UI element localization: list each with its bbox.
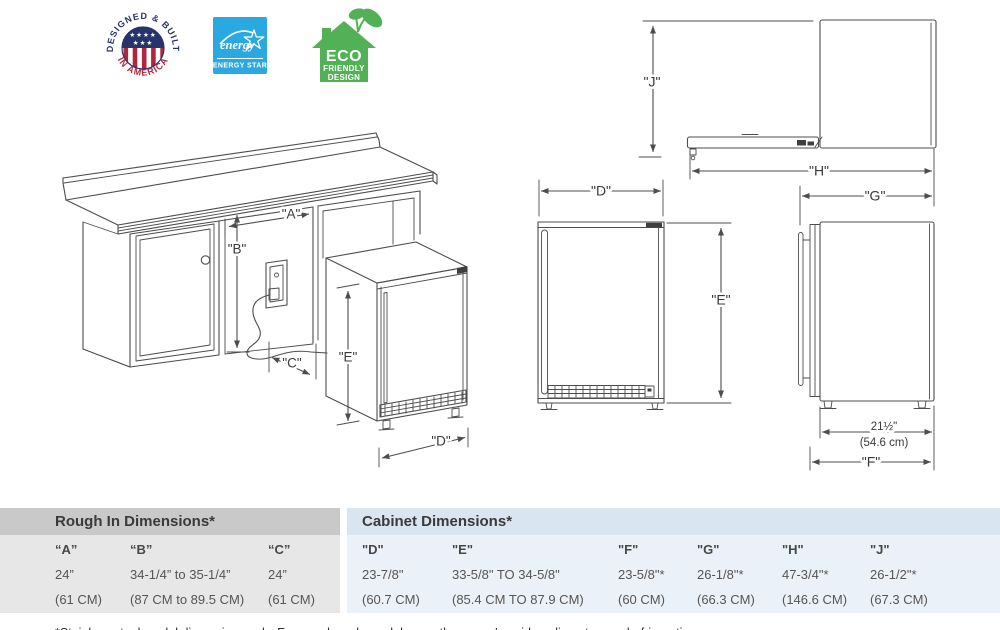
door-hinge [457, 266, 467, 274]
energy-script-text: energy [220, 38, 255, 52]
flag-shield: ★★★★ ★★★ [122, 27, 164, 69]
col-header-c: “C” [268, 542, 291, 557]
col-header-e: "E" [452, 542, 473, 557]
value-j-inches: 26-1/2"* [870, 567, 917, 582]
eco-house-icon [312, 21, 376, 82]
dimension-diagrams: "A" "B" "C" "E" "D" "J" "H" [62, 19, 937, 472]
fridge-side-body [819, 221, 935, 402]
value-h-inches: 47-3/4"* [782, 567, 829, 582]
fridge-feet [378, 407, 464, 431]
rough-in-dimensions-section: Rough In Dimensions* “A” “B” “C” 24” 34-… [0, 508, 340, 613]
value-d-cm: (60.7 CM) [362, 592, 420, 607]
made-in-america-badge: ★★★★ ★★★ DESIGNED & BUILT IN AMERICA [106, 11, 180, 78]
energy-star-logo: energy ENERGY STAR [213, 17, 267, 74]
dim-label-b: "B" [228, 242, 247, 257]
col-header-b: “B” [130, 542, 153, 557]
fridge-door-handle [383, 292, 388, 404]
dim-label-depth-in: 21½" [871, 421, 897, 433]
right-cabinet [317, 190, 421, 259]
dim-label-g: "G" [865, 188, 886, 204]
col-header-j: "J" [870, 542, 890, 557]
eco-friendly-badge: ECO FRIENDLY DESIGN [312, 8, 383, 82]
value-c-cm: (61 CM) [268, 592, 315, 607]
col-header-h: "H" [782, 542, 804, 557]
value-b-inches: 34-1/4” to 35-1/4” [130, 567, 231, 582]
col-header-g: "G" [697, 542, 720, 557]
electrical-outlet [265, 259, 288, 309]
installation-isometric-view: "A" "B" "C" "E" "D" [62, 132, 469, 468]
col-header-d: "D" [362, 542, 384, 557]
leaf-icon [348, 8, 366, 20]
dim-label-h: "H" [809, 163, 829, 179]
cabinet-grid: "D" "E" "F" "G" "H" "J" 23-7/8" 33-5/8" … [347, 535, 1000, 612]
col-header-f: "F" [618, 542, 639, 557]
side-feet [819, 400, 931, 409]
side-door-slab [809, 224, 821, 397]
vent-grille [379, 389, 467, 418]
leaf-stems [355, 14, 369, 33]
front-feet [540, 402, 664, 410]
cabinet-door-knob [200, 255, 211, 265]
footnote: *Stainless steel model dimensions only. … [55, 625, 727, 630]
left-cabinet [82, 220, 220, 368]
door-hinge [797, 140, 806, 146]
cabinet-title: Cabinet Dimensions* [347, 508, 1000, 535]
energy-star-swoosh [219, 30, 254, 45]
cabinet-dimensions-section: Cabinet Dimensions* "D" "E" "F" "G" "H" … [347, 508, 1000, 613]
dim-label-a: "A" [282, 207, 301, 222]
stars-row-1: ★★★★ [129, 31, 156, 39]
side-door-handle [798, 232, 804, 386]
front-door-handle [541, 229, 548, 395]
dim-label-f: "F" [862, 454, 881, 470]
cabinet-body [819, 19, 937, 149]
front-vent-grille [547, 385, 655, 399]
value-e-inches: 33-5/8" TO 34-5/8" [452, 567, 560, 582]
flag-ring [121, 26, 165, 70]
door-open-side-view: "J" "H" [638, 19, 937, 207]
value-g-cm: (66.3 CM) [697, 592, 755, 607]
value-f-inches: 23-5/8"* [618, 567, 665, 582]
value-a-cm: (61 CM) [55, 592, 102, 607]
power-cord [246, 294, 328, 360]
dim-label-d-iso: "D" [431, 434, 451, 449]
rough-in-title: Rough In Dimensions* [0, 508, 340, 535]
value-h-cm: (146.6 CM) [782, 592, 848, 607]
dim-label-j: "J" [644, 74, 661, 90]
col-header-a: “A” [55, 542, 78, 557]
eco-text-line1: ECO [326, 48, 362, 65]
dimensions-table: Rough In Dimensions* “A” “B” “C” 24” 34-… [0, 508, 1000, 613]
fridge-front-body [537, 221, 665, 404]
value-e-cm: (85.4 CM TO 87.9 CM) [452, 592, 584, 607]
countertop [62, 132, 438, 235]
cabinet-opening [218, 205, 319, 355]
dim-label-e-iso: "E" [339, 350, 358, 365]
value-g-inches: 26-1/8"* [697, 567, 744, 582]
energy-star-star-icon [243, 29, 265, 49]
refrigerator-isometric [325, 241, 468, 431]
dim-label-d-front: "D" [591, 183, 611, 199]
front-view: "D" "E" [537, 179, 733, 410]
eco-text-line2: FRIENDLY [323, 64, 365, 73]
value-c-inches: 24” [268, 567, 287, 582]
dim-label-c: "C" [282, 356, 302, 371]
leveling-foot [689, 148, 697, 156]
installation-dimensions [224, 212, 469, 468]
value-b-cm: (87 CM to 89.5 CM) [130, 592, 245, 607]
leaf-icon [361, 8, 383, 28]
stars-row-2: ★★★ [133, 39, 153, 47]
value-d-inches: 23-7/8" [362, 567, 404, 582]
rough-in-grid: “A” “B” “C” 24” 34-1/4” to 35-1/4” 24” (… [0, 535, 340, 612]
dim-label-e-front: "E" [711, 292, 730, 308]
dim-label-depth-cm: (54.6 cm) [860, 437, 909, 449]
hinge-cover [646, 222, 662, 228]
value-j-cm: (67.3 CM) [870, 592, 928, 607]
value-a-inches: 24” [55, 567, 74, 582]
value-f-cm: (60 CM) [618, 592, 665, 607]
side-view: "G" 21½" (54.6 cm) "F" [798, 185, 935, 472]
eco-text-line3: DESIGN [328, 73, 360, 82]
energy-star-label: ENERGY STAR [213, 63, 267, 70]
